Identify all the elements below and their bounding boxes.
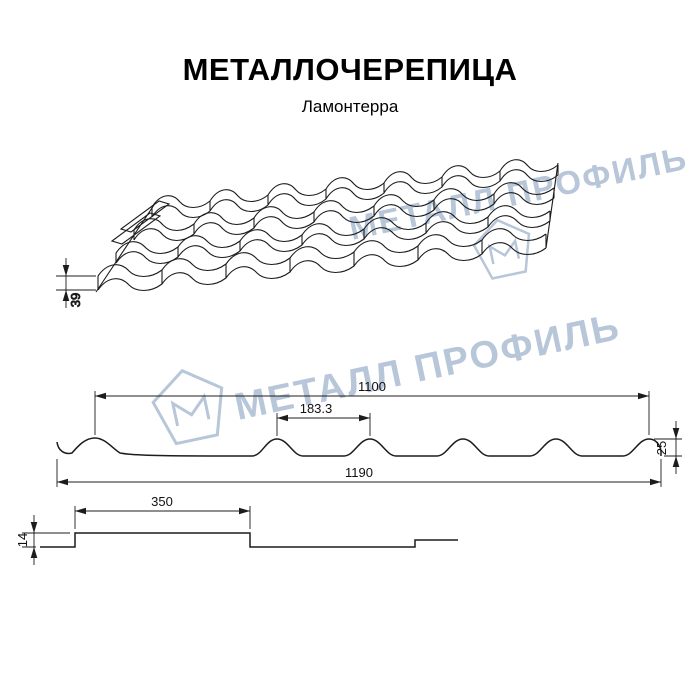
roof-row-step-line: [151, 169, 559, 219]
step-profile-curve: [40, 532, 458, 548]
dim-350-label: 350: [151, 494, 173, 509]
cross-section-drawing: 1100 183.3 25 1190: [56, 379, 682, 487]
roof-row-scallop-joints: [97, 234, 547, 290]
ridge-cap-piece: [119, 200, 171, 233]
dim-wave-pitch: 183.3: [276, 401, 371, 436]
dim-39-label: 39: [68, 293, 83, 307]
dim-1100-label: 1100: [358, 379, 386, 394]
roof-row-step-line: [133, 192, 555, 242]
dim-25-label: 25: [654, 441, 669, 455]
ridge-cap-piece: [110, 212, 162, 245]
roof-perspective-drawing: [95, 159, 559, 293]
pentagon-outline: [472, 218, 531, 280]
watermark-middle: МЕТАЛЛ ПРОФИЛЬ: [151, 306, 624, 446]
page-subtitle: Ламонтерра: [301, 97, 399, 116]
metal-profil-pentagon-logo: [472, 218, 531, 280]
roof-right-cut-edge: [545, 162, 559, 249]
dim-full-width: 1190: [56, 459, 662, 487]
dim-1190-label: 1190: [345, 465, 373, 480]
roof-row-top-line: [151, 159, 559, 209]
tile-profile-curve: [56, 437, 662, 457]
step-profile-drawing: 350 14: [15, 494, 458, 565]
roof-row-step-line: [115, 215, 551, 265]
header: МЕТАЛЛОЧЕРЕПИЦА Ламонтерра: [0, 52, 700, 117]
pentagon-monogram: [487, 237, 521, 265]
pentagon-monogram: [170, 393, 211, 427]
dim-183-label: 183.3: [300, 401, 333, 416]
dim-module-length: 350: [74, 494, 251, 529]
pentagon-outline: [151, 368, 224, 446]
dim-step-height: 14: [15, 515, 70, 565]
roof-row-step-line: [97, 242, 547, 292]
dim-profile-height: 25: [654, 421, 682, 474]
page-title: МЕТАЛЛОЧЕРЕПИЦА: [182, 52, 518, 87]
roof-row-scallop-joints: [151, 165, 559, 217]
extension-line: [74, 506, 251, 529]
roof-gable-edge: [95, 204, 155, 293]
watermark-text: МЕТАЛЛ ПРОФИЛЬ: [231, 306, 624, 429]
dim-cover-width: 1100: [94, 379, 650, 435]
metal-profil-pentagon-logo: [151, 368, 224, 446]
roof-row-scallop-joints: [115, 211, 551, 263]
dim-edge-height: 39: [56, 258, 96, 308]
dim-14-label: 14: [15, 533, 30, 547]
extension-line: [56, 275, 96, 291]
